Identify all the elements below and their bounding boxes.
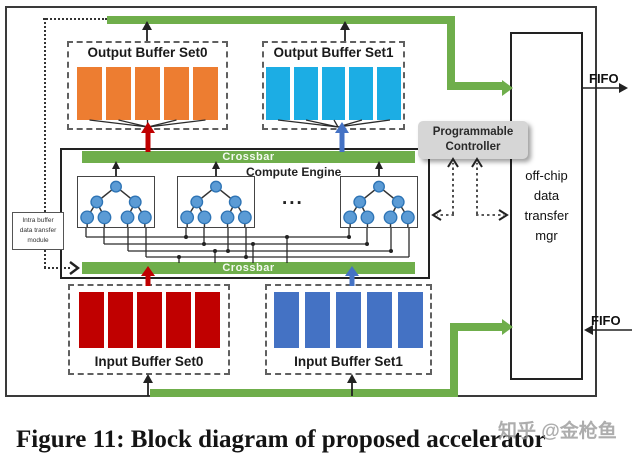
watermark: 知乎 @金枪鱼 xyxy=(498,421,617,442)
buffer-bank-bar xyxy=(106,67,131,120)
figure-caption: Figure 11: Block diagram of proposed acc… xyxy=(16,426,546,453)
output-buffer-set0-box: Output Buffer Set0 xyxy=(67,41,228,130)
output-buffer-set1-banks xyxy=(266,67,401,120)
dotted-line-top xyxy=(43,18,107,20)
buffer-bank-bar xyxy=(398,292,423,348)
input-buffer-set1-banks xyxy=(269,292,428,348)
crossbar-bottom: Crossbar xyxy=(82,262,415,274)
dotted-line-to-crossbar xyxy=(44,267,70,269)
programmable-controller-box: Programmable Controller xyxy=(418,121,528,159)
buffer-bank-bar xyxy=(349,67,374,120)
compute-engine-label: Compute Engine xyxy=(246,165,342,179)
fifo-top-label: FIFO xyxy=(589,71,619,86)
buffer-bank-bar xyxy=(367,292,392,348)
buffer-bank-bar xyxy=(165,292,191,348)
output-buffer-set1-box: Output Buffer Set1 xyxy=(262,41,405,130)
buffer-bank-bar xyxy=(193,67,218,120)
intra-buffer-module-box: Intra buffer data transfer module xyxy=(12,212,64,250)
dotted-line-left-upper xyxy=(44,18,46,212)
input-buffer-set0-box: Input Buffer Set0 xyxy=(68,284,230,375)
output-buffer-set0-banks xyxy=(71,67,224,120)
programmable-controller-label-line1: Programmable xyxy=(432,126,514,139)
adder-tree-3 xyxy=(340,176,418,228)
green-path-bottom-to-offchip xyxy=(450,323,503,331)
green-path-top-vertical xyxy=(447,16,455,90)
fifo-bottom-label: FIFO xyxy=(591,313,621,328)
buffer-bank-bar xyxy=(135,67,160,120)
buffer-bank-bar xyxy=(136,292,162,348)
buffer-bank-bar xyxy=(293,67,318,120)
buffer-bank-bar xyxy=(274,292,299,348)
buffer-bank-bar xyxy=(78,292,104,348)
offchip-label-line2: data xyxy=(533,187,560,203)
input-buffer-set0-label: Input Buffer Set0 xyxy=(94,354,204,369)
buffer-bank-bar xyxy=(77,67,102,120)
offchip-label-line4: mgr xyxy=(535,228,558,244)
buffer-bank-bar xyxy=(194,292,220,348)
input-buffer-set0-banks xyxy=(72,292,226,348)
input-buffer-set1-box: Input Buffer Set1 xyxy=(265,284,432,375)
green-path-top-horizontal xyxy=(107,16,455,24)
offchip-label-line3: transfer xyxy=(524,208,569,223)
buffer-bank-bar xyxy=(305,292,330,348)
offchip-label-line1: off-chip xyxy=(525,167,568,183)
compute-engine-ellipsis: ... xyxy=(282,188,304,209)
buffer-bank-bar xyxy=(336,292,361,348)
programmable-controller-label-line2: Controller xyxy=(445,141,501,153)
crossbar-top: Crossbar xyxy=(82,151,415,163)
buffer-bank-bar xyxy=(377,67,401,120)
offchip-data-transfer-mgr-box: off-chip data transfer mgr xyxy=(510,32,583,380)
intra-buffer-label-line2: data transfer xyxy=(19,227,57,235)
buffer-bank-bar xyxy=(321,67,346,120)
output-buffer-set0-label: Output Buffer Set0 xyxy=(87,45,208,60)
intra-buffer-label-line1: Intra buffer xyxy=(22,217,54,225)
output-buffer-set1-label: Output Buffer Set1 xyxy=(273,45,394,60)
dotted-line-left-lower xyxy=(44,250,46,268)
buffer-bank-bar xyxy=(107,292,133,348)
buffer-bank-bar xyxy=(164,67,189,120)
adder-tree-1 xyxy=(77,176,155,228)
intra-buffer-label-line3: module xyxy=(27,236,49,244)
adder-tree-2 xyxy=(177,176,255,228)
green-path-bottom-vertical xyxy=(450,323,458,397)
buffer-bank-bar xyxy=(266,67,290,120)
green-path-bottom-horizontal xyxy=(150,389,458,397)
green-path-top-to-offchip xyxy=(447,82,503,90)
input-buffer-set1-label: Input Buffer Set1 xyxy=(294,354,403,369)
